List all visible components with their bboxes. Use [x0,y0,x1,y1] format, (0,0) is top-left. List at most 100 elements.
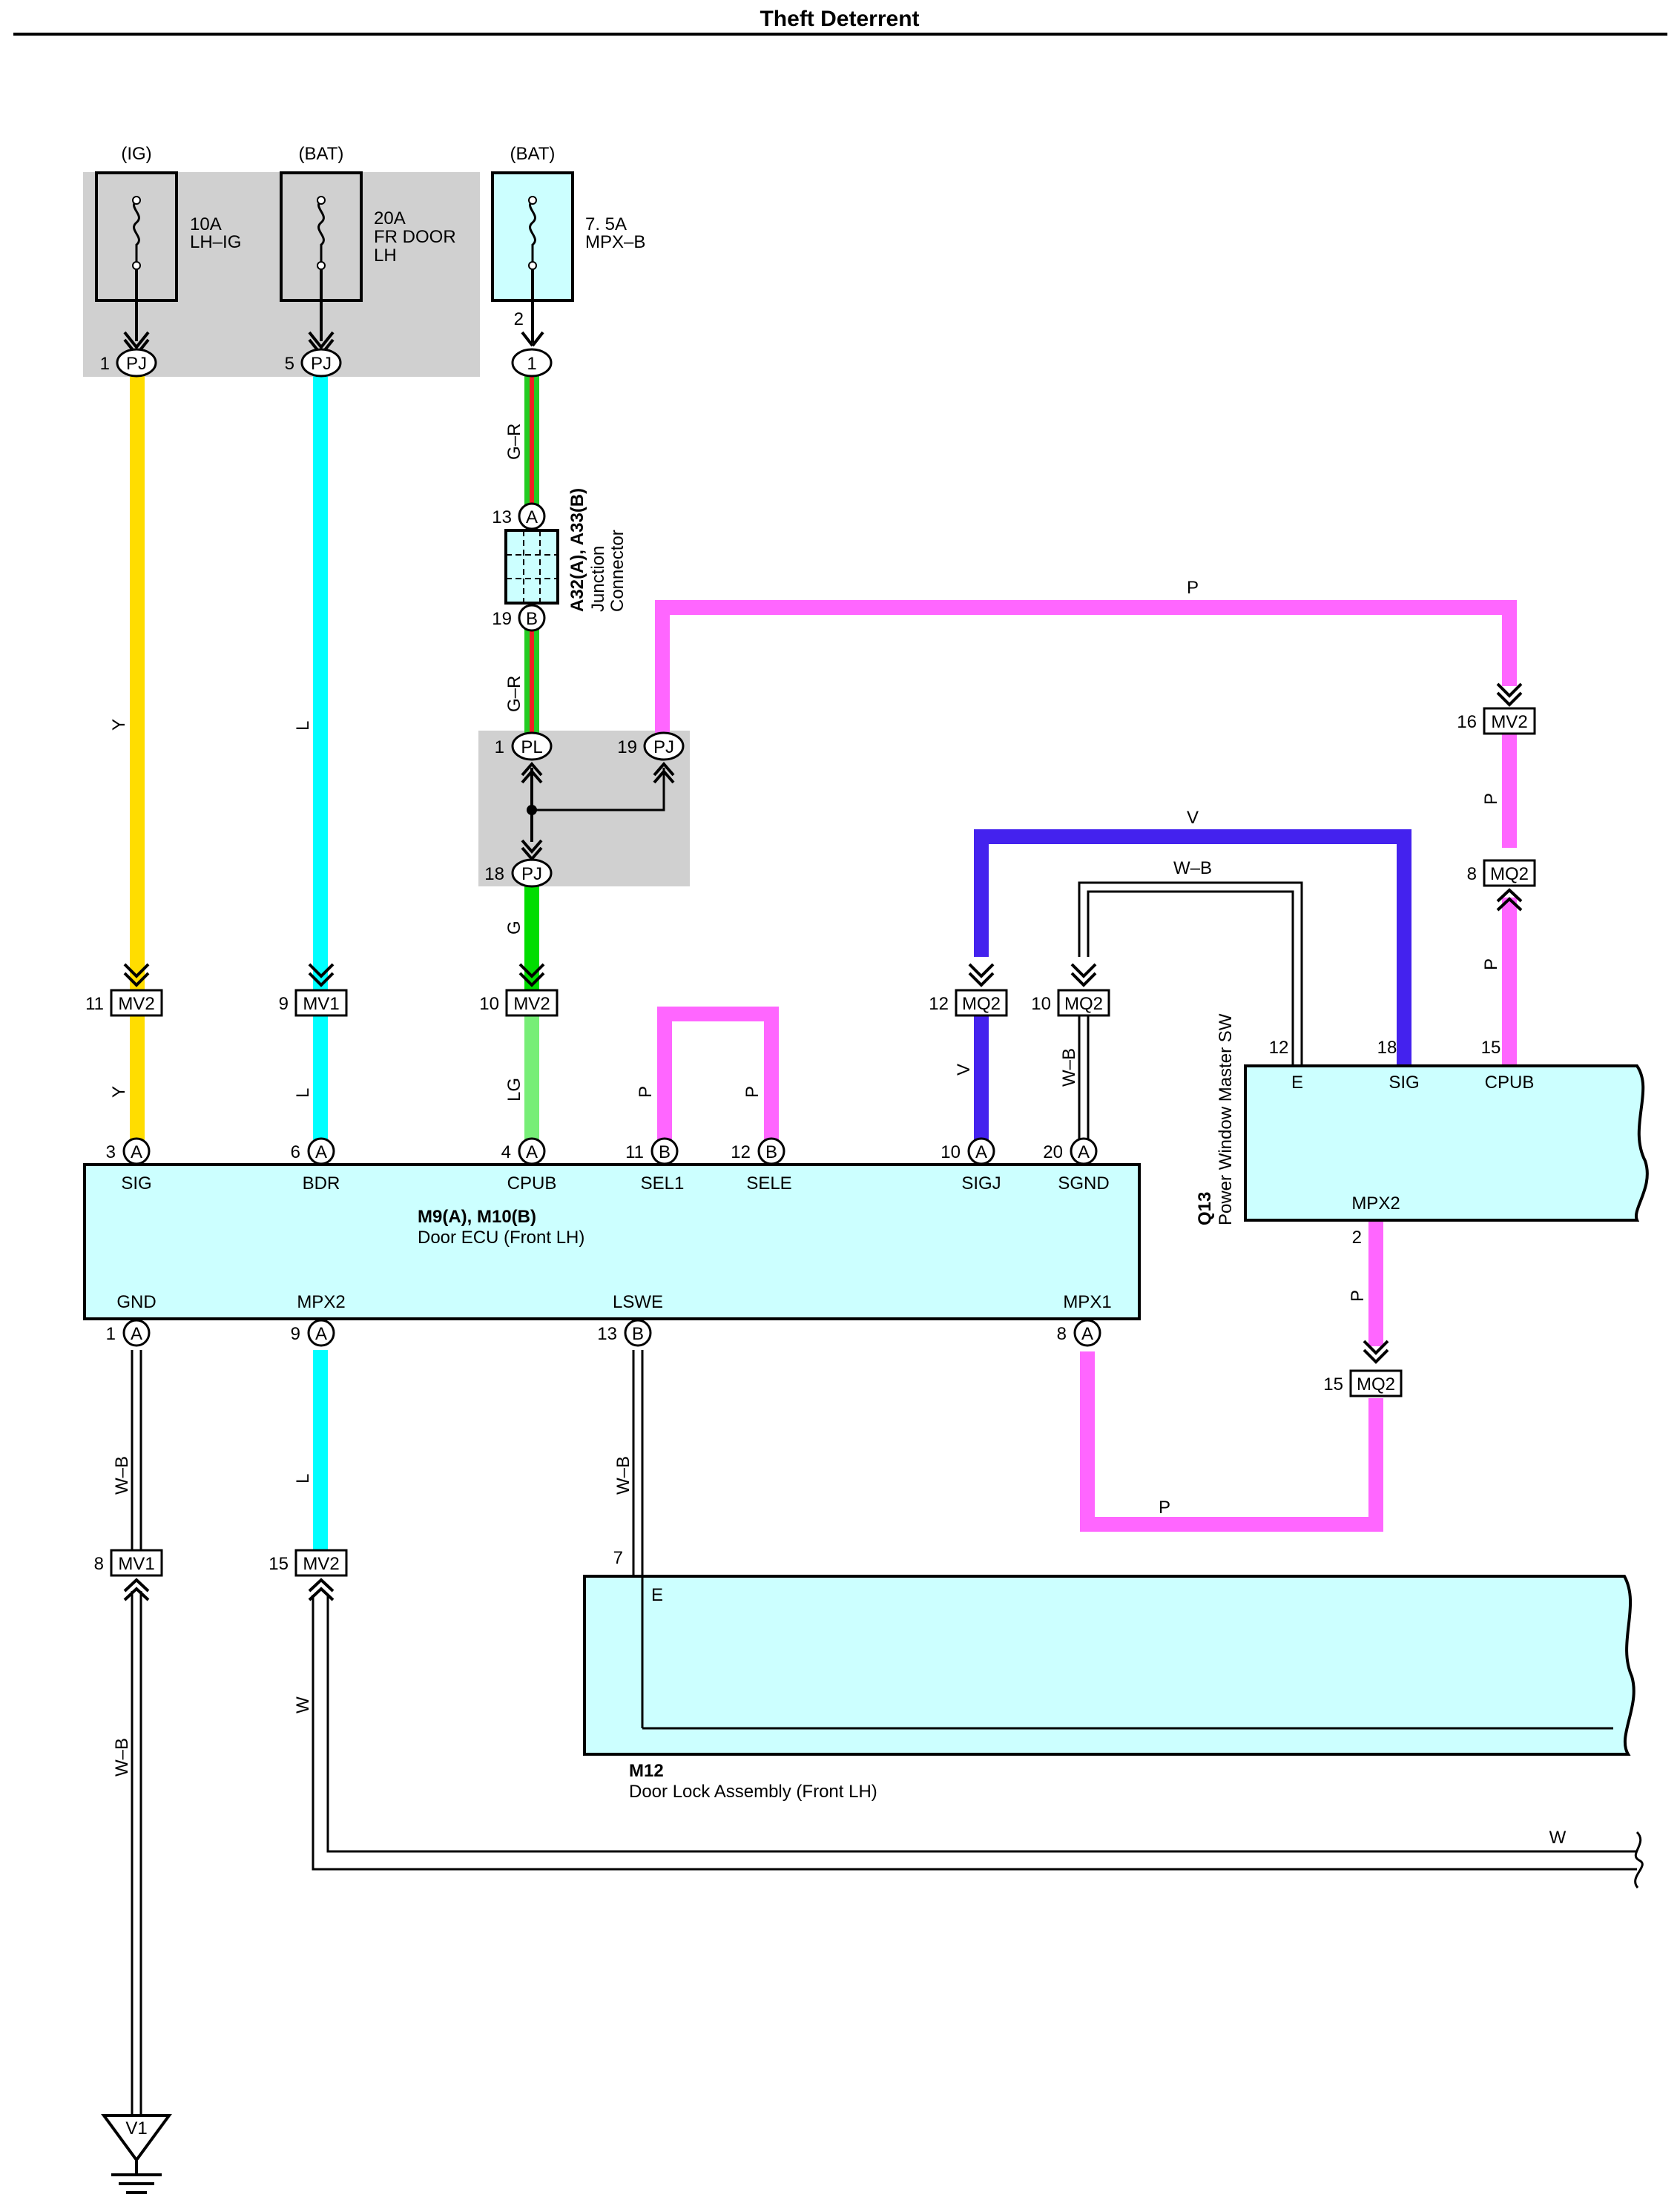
wire-v-sigj [974,1016,989,1151]
svg-text:9: 9 [291,1324,300,1344]
fuse-rating: 20A [374,208,406,228]
svg-text:1: 1 [100,354,110,374]
svg-text:SIGJ: SIGJ [961,1173,1001,1193]
svg-text:A: A [526,507,538,527]
inline-connector-mv1-9: MV1 9 [279,963,348,1017]
svg-text:MPX2: MPX2 [1351,1193,1400,1214]
ecu-pin-sgnd: A 20 SGND [1043,1137,1110,1193]
wire-label: Y [109,1086,129,1098]
wire-l-mpx2 [313,1350,328,1552]
ground-v1: V1 [101,2114,172,2194]
ecu-pin-sele: B 12 SELE [731,1137,792,1193]
pj-connector-18: PJ 18 [484,839,553,888]
svg-text:A: A [131,1142,142,1162]
svg-text:MPX1: MPX1 [1063,1292,1111,1312]
svg-text:A: A [1081,1324,1093,1344]
svg-text:SIG: SIG [1389,1073,1419,1093]
svg-text:MV2: MV2 [118,994,154,1014]
svg-text:11: 11 [625,1142,644,1162]
wire-label: P [1481,958,1501,970]
svg-text:19: 19 [492,609,512,629]
wire-label: V [1187,808,1199,828]
svg-text:MQ2: MQ2 [962,994,1001,1014]
ecu-pin-bdr: A 6 BDR [291,1137,340,1193]
svg-text:8: 8 [1057,1324,1067,1344]
fuse-source: (BAT) [299,144,344,164]
wire-w [312,1595,1637,1871]
svg-text:12: 12 [731,1142,751,1162]
inline-connector-mq2-15: MQ2 15 [1323,1340,1403,1397]
svg-text:A: A [131,1324,142,1344]
svg-text:PJ: PJ [653,737,674,757]
fuse-source: (IG) [121,144,151,164]
svg-text:A: A [315,1142,327,1162]
fuse-name: LH–IG [190,232,241,252]
wire-label: P [636,1086,656,1098]
ecu-pin-cpub: A 4 CPUB [501,1137,557,1193]
wire-label: L [293,1088,313,1098]
svg-text:8: 8 [1467,864,1477,884]
svg-text:MQ2: MQ2 [1064,994,1103,1014]
wire-label: W–B [1173,858,1212,878]
wire-label: LG [504,1078,524,1102]
svg-text:A: A [1078,1142,1090,1162]
wire-p-mpx1 [1080,1351,1383,1532]
svg-text:PL: PL [521,737,542,757]
svg-text:18: 18 [1377,1038,1397,1058]
wire-label: P [1187,578,1199,598]
svg-text:5: 5 [285,354,294,374]
door-ecu: M9(A), M10(B) Door ECU (Front LH) [83,1163,1141,1320]
svg-text:PJ: PJ [126,354,147,374]
svg-text:A: A [526,1142,538,1162]
wire-label: L [293,1474,313,1484]
wire-p-top [655,600,1517,742]
wire-label: W–B [112,1456,132,1495]
svg-text:13: 13 [492,507,512,527]
wire-p-right-1 [1502,731,1517,848]
svg-text:15: 15 [269,1554,289,1574]
inline-connector-mq2-8: MQ2 8 [1467,859,1536,912]
wire-label: W [1549,1828,1567,1848]
ecu-pin-mpx2: MPX2 A 9 [291,1292,346,1347]
svg-text:18: 18 [484,864,504,884]
svg-text:15: 15 [1481,1038,1501,1058]
svg-text:MV2: MV2 [303,1554,339,1574]
svg-text:CPUB: CPUB [507,1173,557,1193]
svg-text:PJ: PJ [521,864,542,884]
svg-text:6: 6 [291,1142,300,1162]
svg-text:19: 19 [617,737,637,757]
fuse-7-5a-mpx-b: (BAT) 7. 5A MPX–B [491,144,645,347]
pj-connector-1: PJ 1 [100,348,157,378]
ecu-pin-gnd: GND A 1 [106,1292,157,1347]
fuse-name-2: LH [374,246,397,266]
svg-text:CPUB: CPUB [1485,1073,1535,1093]
junction-label-2: Connector [607,530,627,612]
svg-text:10: 10 [479,994,499,1014]
wire-lg-cpub [524,1016,539,1151]
svg-text:12: 12 [1269,1038,1289,1058]
fuse-name: MPX–B [585,232,645,252]
ecu-pin-lswe: LSWE B 13 [597,1292,663,1347]
wire-g [524,886,539,990]
svg-text:MV2: MV2 [513,994,550,1014]
svg-text:1: 1 [495,737,504,757]
connector-2-1: 1 2 [511,309,553,378]
svg-text:11: 11 [85,994,104,1014]
svg-text:SIG: SIG [121,1173,151,1193]
wire-label: W–B [613,1456,633,1495]
svg-text:E: E [651,1585,663,1605]
inline-connector-mq2-12: MQ2 12 [929,963,1008,1017]
svg-text:V1: V1 [125,2118,147,2138]
svg-text:7: 7 [613,1548,623,1568]
svg-text:MV1: MV1 [303,994,339,1014]
svg-text:8: 8 [94,1554,104,1574]
svg-text:MV1: MV1 [118,1554,154,1574]
wire-label: W–B [112,1738,132,1776]
svg-text:13: 13 [597,1324,617,1344]
junction-id: A32(A), A33(B) [567,488,587,612]
wire-y-sig-2 [130,1016,145,1151]
svg-text:10: 10 [941,1142,961,1162]
svg-text:E: E [1291,1073,1303,1093]
svg-text:SELE: SELE [746,1173,791,1193]
wire-p-sel-loop [657,1007,779,1151]
